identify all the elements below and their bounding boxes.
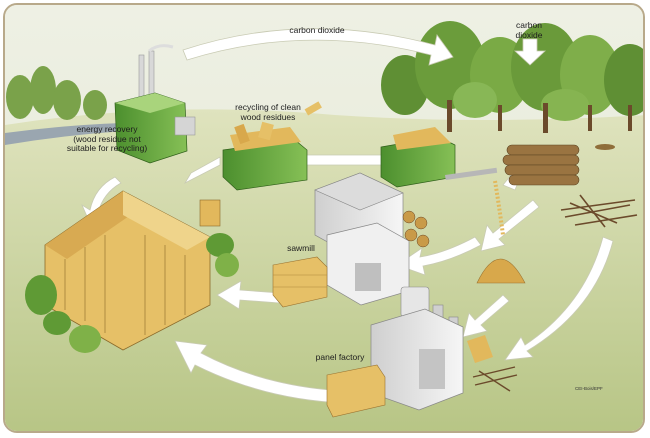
- arrow-sawmill-to-house: [216, 280, 281, 310]
- log-pile: [502, 144, 580, 186]
- label-co2-top: carbon dioxide: [289, 25, 345, 35]
- arrow-branches-down: [504, 236, 614, 361]
- credit-text: CEI-Bois/EPF: [575, 386, 603, 391]
- road: [5, 123, 125, 145]
- timber-house: [44, 190, 221, 351]
- bushes: [25, 233, 239, 353]
- co2-arrow-down: [513, 38, 547, 66]
- label-co2-right: carbon dioxide: [515, 20, 543, 40]
- recycling-container: [222, 101, 322, 191]
- diagram-frame: carbon dioxide carbon dioxide recycling …: [3, 3, 645, 433]
- branch-pile: [560, 194, 638, 228]
- arrow-to-sawmill: [396, 236, 482, 276]
- co2-arrow-top: [182, 28, 454, 66]
- label-sawmill: sawmill: [287, 243, 315, 253]
- arrow-panel-to-house: [174, 340, 346, 404]
- energy-plant: [114, 44, 196, 164]
- label-recycling: recycling of clean wood residues: [235, 102, 301, 122]
- sawmill-building: [272, 172, 430, 308]
- cycle-arrows: [81, 28, 614, 404]
- arrow-logs-to-chips: [480, 199, 540, 252]
- arrow-chips-to-panel: [462, 294, 510, 338]
- forest: [381, 21, 643, 150]
- wood-chip-heap: [476, 258, 526, 284]
- label-energy-recovery: energy recovery (wood residue not suitab…: [66, 124, 148, 153]
- left-tree-line: [6, 66, 107, 120]
- arrow-recycle-left: [183, 156, 221, 184]
- chipper-machine: [380, 127, 505, 236]
- panel-factory-building: [326, 286, 518, 418]
- label-panel-factory: panel factory: [315, 352, 365, 362]
- wood-cycle-scene: [5, 5, 643, 431]
